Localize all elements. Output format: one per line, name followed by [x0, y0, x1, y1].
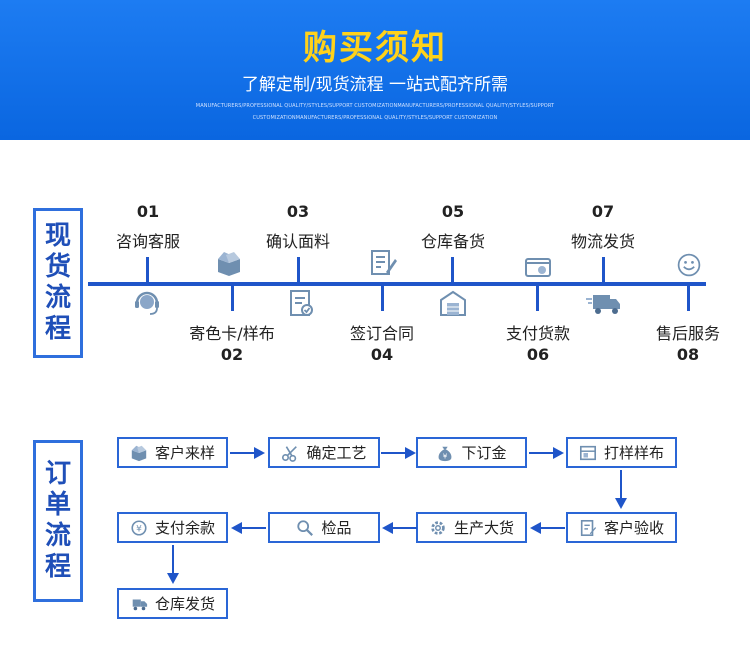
flow-arrow-down: [615, 470, 627, 509]
timeline-tick: [687, 286, 690, 311]
step-number: 01: [136, 202, 160, 221]
flow-arrow-right: [381, 447, 416, 459]
open-box-icon: [218, 252, 240, 276]
delivery-truck-icon: [132, 599, 148, 610]
step-number: 04: [370, 345, 394, 364]
order-step-label: 打样样布: [603, 444, 664, 462]
order-step-sample-fabric: 打样样布: [566, 437, 677, 468]
order-step-label: 生产大货: [453, 519, 514, 537]
order-step-warehouse-shipping: 仓库发货: [117, 588, 228, 619]
contract-sign-icon: [371, 250, 397, 275]
order-label-char: 流: [44, 521, 71, 551]
order-step-customer-sample: 客户来样: [117, 437, 228, 468]
order-step-label: 支付余款: [154, 519, 215, 537]
timeline-tick: [451, 257, 454, 282]
step-label: 寄色卡/样布: [189, 324, 275, 343]
order-step-confirm-process: 确定工艺: [268, 437, 380, 468]
order-step-label: 检品: [321, 519, 352, 537]
order-step-deposit: ¥ 下订金: [416, 437, 527, 468]
search-icon: [297, 519, 314, 536]
step-label: 仓库备货: [420, 232, 485, 251]
customer-service-headset-icon: [135, 291, 159, 315]
english-tagline-line1: MANUFACTURERS/PROFESSIONAL QUALITY/STYLE…: [195, 103, 555, 109]
step-label: 确认面料: [265, 232, 330, 251]
order-step-mass-production: 生产大货: [416, 512, 527, 543]
sample-board-icon: [579, 445, 596, 460]
checklist-icon: [290, 290, 313, 316]
payment-wallet-icon: [525, 258, 551, 277]
english-tagline-line2: CUSTOMIZATIONMANUFACTURERS/PROFESSIONAL …: [252, 115, 498, 121]
flow-arrow-right: [529, 447, 564, 459]
order-process-label: 订 单 流 程: [33, 440, 83, 602]
warehouse-icon: [440, 290, 466, 316]
order-step-customer-acceptance: 客户验收: [566, 512, 677, 543]
order-label-char: 订: [44, 459, 71, 489]
order-step-label: 客户验收: [603, 519, 664, 537]
timeline-tick: [602, 257, 605, 282]
gear-icon: [431, 520, 445, 535]
order-step-quality-check: 检品: [268, 512, 380, 543]
inspection-checklist-icon: [580, 519, 597, 536]
page-title: 购买须知: [303, 28, 447, 68]
order-label-char: 单: [44, 490, 71, 520]
step-number: 08: [676, 345, 700, 364]
spot-timeline: [88, 282, 706, 286]
flow-arrow-right: [230, 447, 265, 459]
delivery-truck-icon: [586, 295, 620, 314]
step-number: 02: [220, 345, 244, 364]
step-number: 03: [286, 202, 310, 221]
spot-label-char: 现: [44, 221, 71, 251]
page-subtitle: 了解定制/现货流程 一站式配齐所需: [241, 75, 509, 95]
timeline-tick: [146, 257, 149, 282]
order-step-label: 下订金: [461, 444, 507, 462]
step-number: 07: [591, 202, 615, 221]
step-label: 物流发货: [570, 232, 635, 251]
smiley-face-icon: [677, 253, 701, 277]
open-box-icon: [131, 445, 147, 461]
flow-arrow-left: [231, 522, 266, 534]
spot-process-label: 现 货 流 程: [33, 208, 83, 358]
step-number: 06: [526, 345, 550, 364]
step-label: 支付货款: [505, 324, 570, 343]
order-step-label: 确定工艺: [306, 444, 367, 462]
order-step-pay-balance: ¥ 支付余款: [117, 512, 228, 543]
order-label-char: 程: [44, 552, 71, 582]
step-label: 咨询客服: [115, 232, 180, 251]
step-label: 签订合同: [349, 324, 414, 343]
step-number: 05: [441, 202, 465, 221]
flow-arrow-down: [167, 545, 179, 584]
spot-label-char: 货: [44, 252, 71, 282]
flow-arrow-left: [382, 522, 417, 534]
order-step-label: 仓库发货: [154, 595, 215, 613]
scissors-icon: [282, 445, 298, 462]
svg-text:¥: ¥: [443, 451, 448, 460]
svg-text:¥: ¥: [136, 524, 142, 534]
timeline-tick: [231, 286, 234, 311]
order-step-label: 客户来样: [154, 444, 215, 462]
spot-label-char: 程: [44, 314, 71, 344]
header-banner: 购买须知 了解定制/现货流程 一站式配齐所需 MANUFACTURERS/PRO…: [0, 0, 750, 140]
timeline-tick: [536, 286, 539, 311]
spot-label-char: 流: [44, 283, 71, 313]
step-label: 售后服务: [655, 324, 720, 343]
timeline-tick: [381, 286, 384, 311]
yen-coin-icon: ¥: [131, 519, 147, 536]
money-bag-icon: ¥: [439, 446, 452, 461]
flow-arrow-left: [530, 522, 565, 534]
timeline-tick: [297, 257, 300, 282]
